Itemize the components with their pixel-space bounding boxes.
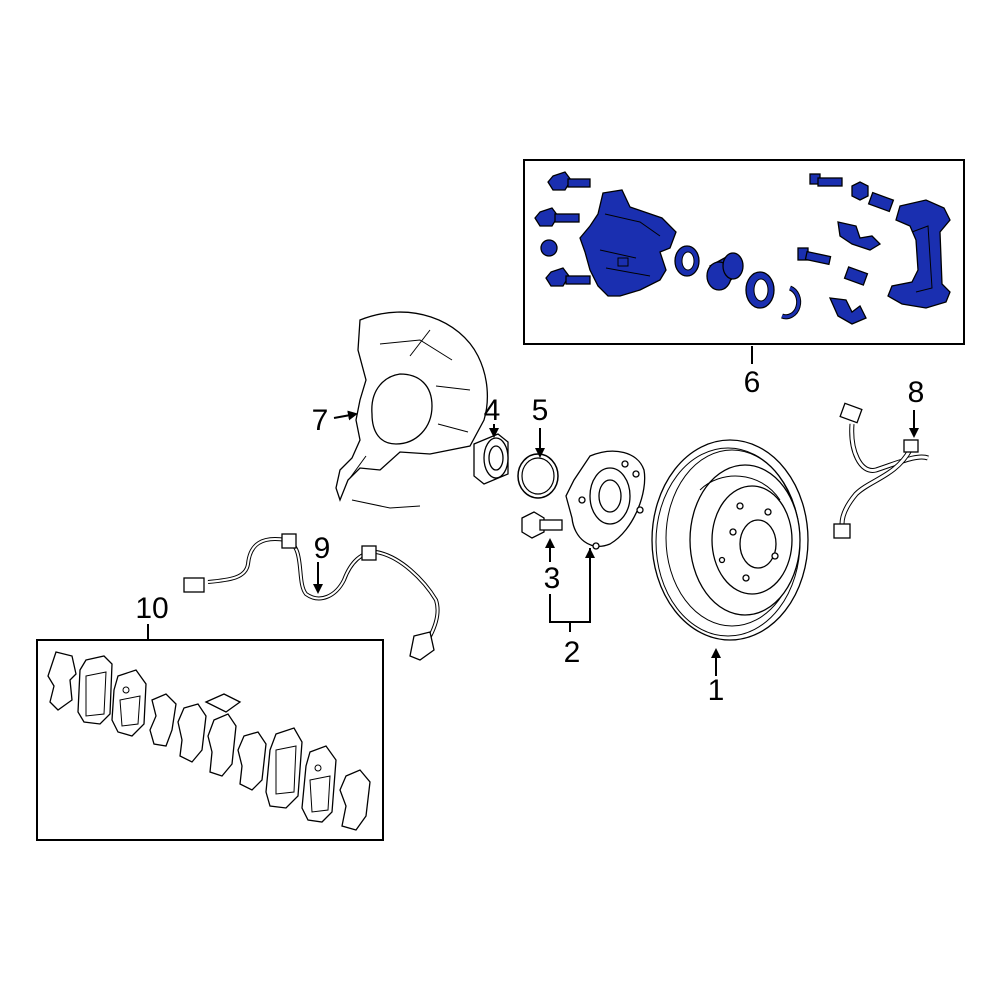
callout-6: 6 xyxy=(744,366,761,399)
splash-shield[interactable] xyxy=(335,311,488,509)
abs-sensor[interactable] xyxy=(183,533,440,661)
piston-boot xyxy=(745,271,775,309)
caliper-bracket xyxy=(887,199,951,309)
caliper-pin-boot xyxy=(540,239,558,257)
wheel-bearing[interactable] xyxy=(473,433,509,485)
caliper-piston xyxy=(706,252,744,291)
callout-2: 2 xyxy=(564,636,581,669)
pad-retainer-lower xyxy=(828,297,867,325)
brake-pad-kit-box xyxy=(36,639,384,841)
caliper-bolt-upper xyxy=(547,171,591,191)
brake-disc[interactable] xyxy=(651,439,809,641)
callout-9: 9 xyxy=(314,532,331,565)
caliper-kit-group[interactable] xyxy=(523,159,965,345)
pad-retainer-upper xyxy=(837,221,882,251)
callout-10: 10 xyxy=(135,592,168,625)
caliper-bolt-lower xyxy=(545,267,591,287)
callout-1: 1 xyxy=(708,674,725,707)
wheel-hub[interactable] xyxy=(565,450,646,550)
callout-5: 5 xyxy=(532,394,549,427)
callout-labels: 1 2 3 4 5 6 7 8 9 10 xyxy=(135,366,924,707)
retaining-ring xyxy=(781,285,802,320)
callout-8: 8 xyxy=(908,376,925,409)
leader-lines xyxy=(147,346,919,676)
brake-hose[interactable] xyxy=(833,402,929,539)
caliper-kit-box xyxy=(523,159,965,345)
caliper-body xyxy=(579,189,677,297)
pin-boot-upper xyxy=(867,191,895,213)
snap-ring[interactable] xyxy=(517,453,559,499)
piston-seal xyxy=(674,245,700,277)
pin-boot-lower xyxy=(843,266,869,286)
guide-pin-lower xyxy=(797,247,832,266)
callout-3: 3 xyxy=(544,562,561,595)
callout-7: 7 xyxy=(312,404,329,437)
guide-pin-upper xyxy=(809,173,869,201)
callout-4: 4 xyxy=(484,394,501,427)
hub-bolt[interactable] xyxy=(521,511,563,539)
brake-pad-kit-group[interactable] xyxy=(36,639,384,841)
caliper-bolt-middle xyxy=(534,207,580,227)
